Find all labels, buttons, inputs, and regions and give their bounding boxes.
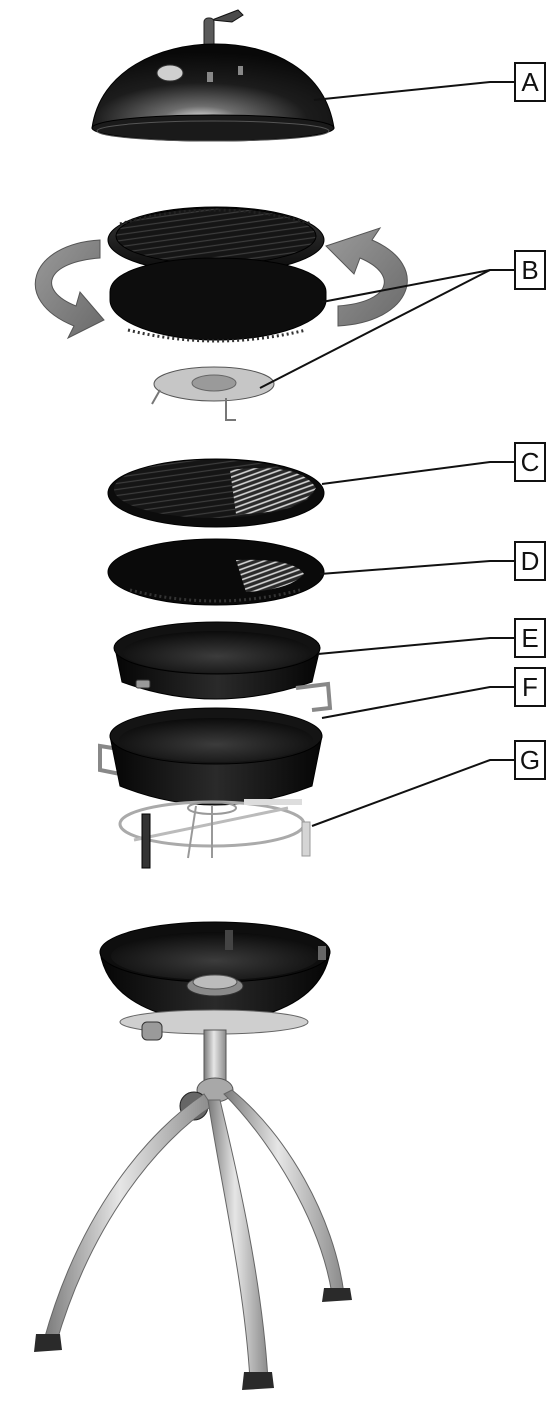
- callout-label-b: B: [514, 250, 546, 290]
- reversible-grill-plate-top: [107, 206, 325, 274]
- callout-label-f: F: [514, 667, 546, 707]
- leader-line-f: [321, 686, 514, 719]
- leader-line-b-2: [259, 269, 491, 389]
- leader-line-b-1: [321, 269, 514, 303]
- tripod-stand: [34, 1029, 352, 1390]
- lid-dome: [91, 9, 335, 142]
- wire-pan-support: [118, 799, 311, 869]
- burner-base-bowl: [99, 921, 331, 1041]
- rotate-arrow-left-icon: [34, 239, 105, 340]
- callout-label-c: C: [514, 442, 546, 482]
- callout-label-e: E: [514, 618, 546, 658]
- callout-label-d: D: [514, 541, 546, 581]
- callout-label-g: G: [514, 740, 546, 780]
- reversible-grill-plate-bottom: [109, 257, 327, 343]
- frying-pan: [113, 621, 321, 700]
- leader-line-e: [317, 637, 514, 655]
- leader-line-d: [319, 560, 514, 575]
- heat-diffuser-plate: [151, 366, 275, 421]
- leader-line-a: [313, 81, 514, 101]
- leader-line-g: [311, 759, 514, 827]
- rotate-arrow-right-icon: [325, 227, 408, 327]
- leader-line-c: [321, 461, 514, 485]
- leader-lines: [259, 81, 514, 827]
- griddle-plate: [107, 538, 325, 606]
- grill-griddle-plate: [107, 458, 325, 528]
- paella-pan: [98, 681, 333, 806]
- callout-label-a: A: [514, 62, 546, 102]
